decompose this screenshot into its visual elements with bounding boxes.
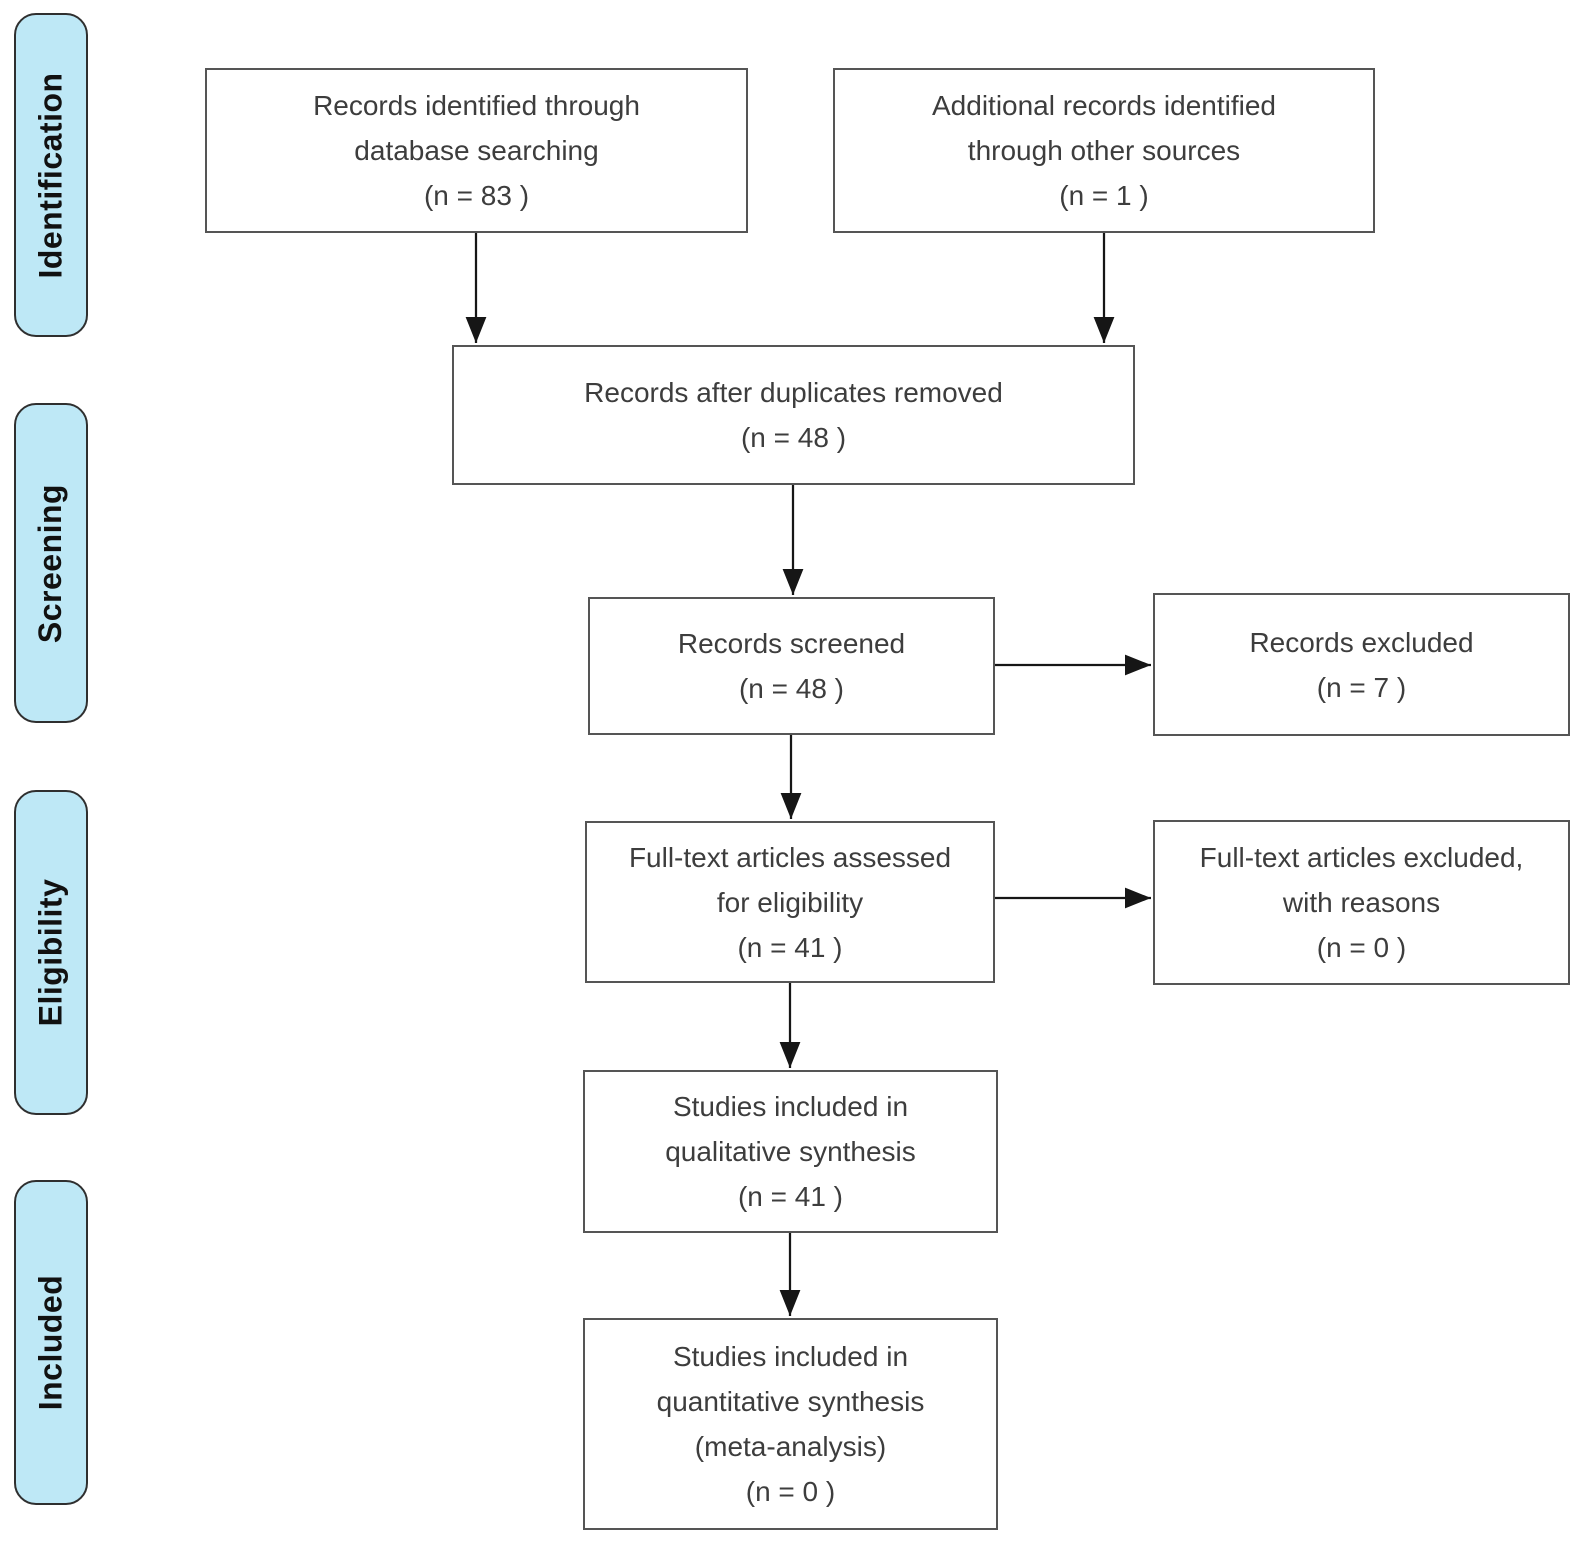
box-fulltext-excluded: Full-text articles excluded, with reason… [1153,820,1570,985]
box-fulltext-excluded-text: Full-text articles excluded, with reason… [1199,842,1524,963]
box-qualitative-synthesis: Studies included in qualitative synthesi… [583,1070,998,1233]
box-records-screened: Records screened (n = 48 ) [588,597,995,735]
box-records-identified: Records identified through database sear… [205,68,748,233]
box-fulltext-assessed: Full-text articles assessed for eligibil… [585,821,995,983]
box-fulltext-assessed-text: Full-text articles assessed for eligibil… [628,841,952,963]
box-records-excluded: Records excluded (n = 7 ) [1153,593,1570,736]
stage-label-identification-text: Identification [32,71,69,279]
box-records-identified-text: Records identified through database sear… [313,90,640,211]
box-records-excluded-text: Records excluded (n = 7 ) [1249,626,1474,703]
box-qualitative-synthesis-text: Studies included in qualitative synthesi… [665,1091,916,1212]
stage-label-identification: Identification [14,13,88,337]
box-after-duplicates-text: Records after duplicates removed (n = 48… [584,377,1003,453]
stage-label-eligibility: Eligibility [14,790,88,1115]
box-after-duplicates: Records after duplicates removed (n = 48… [452,345,1135,485]
stage-label-screening: Screening [14,403,88,723]
box-quantitative-synthesis: Studies included in quantitative synthes… [583,1318,998,1530]
stage-label-eligibility-text: Eligibility [32,878,69,1027]
box-additional-records: Additional records identified through ot… [833,68,1375,233]
box-records-screened-text: Records screened (n = 48 ) [677,628,906,704]
box-quantitative-synthesis-text: Studies included in quantitative synthes… [656,1341,925,1507]
stage-label-screening-text: Screening [32,483,69,643]
stage-label-included-text: Included [32,1274,69,1411]
stage-label-included: Included [14,1180,88,1505]
box-additional-records-text: Additional records identified through ot… [932,90,1276,211]
